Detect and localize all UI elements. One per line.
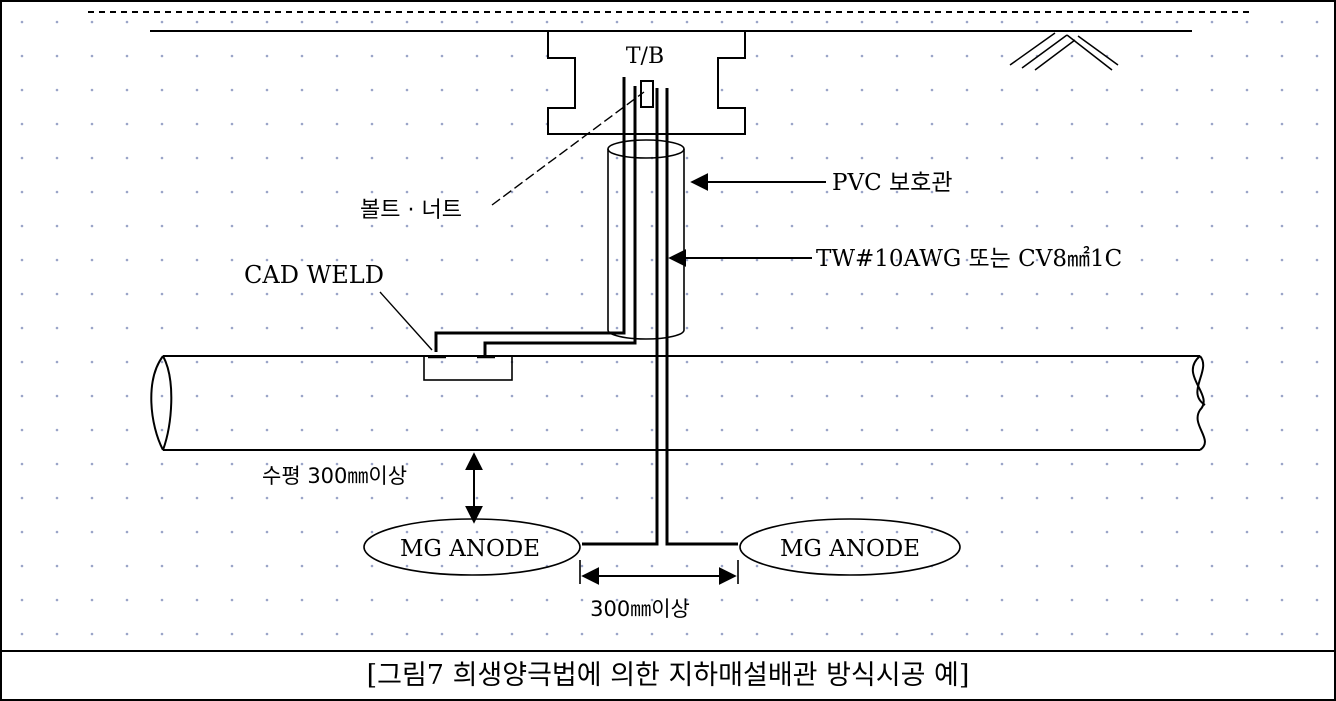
cad-weld-label: CAD WELD xyxy=(244,261,384,289)
cad-weld-leader xyxy=(379,291,433,351)
horizontal-distance-label: 수평 300㎜이상 xyxy=(262,464,407,488)
wire-spec-label: TW#10AWG 또는 CV8㎟1C xyxy=(816,246,1122,272)
pvc-pipe-label: PVC 보호관 xyxy=(832,170,952,196)
ground-hatch-icon xyxy=(1009,32,1119,71)
anode-spacing-label: 300㎜이상 xyxy=(590,597,690,621)
bolt-nut-leader xyxy=(491,91,645,206)
anode-left xyxy=(363,518,581,576)
bolt-nut-label: 볼트 · 너트 xyxy=(360,198,462,223)
pvc-pipe xyxy=(607,139,685,340)
anode-right xyxy=(739,518,961,576)
anode-right-label: MG ANODE xyxy=(780,536,920,562)
terminal-box-label: T/B xyxy=(626,44,664,69)
bolt-stud xyxy=(640,80,654,108)
wire-bundle xyxy=(434,77,738,546)
weld-box xyxy=(423,355,513,381)
buried-pipeline xyxy=(150,355,1206,451)
figure-caption: [그림7 희생양극법에 의한 지하매설배관 방식시공 예] xyxy=(367,660,970,691)
anode-left-label: MG ANODE xyxy=(400,536,540,562)
